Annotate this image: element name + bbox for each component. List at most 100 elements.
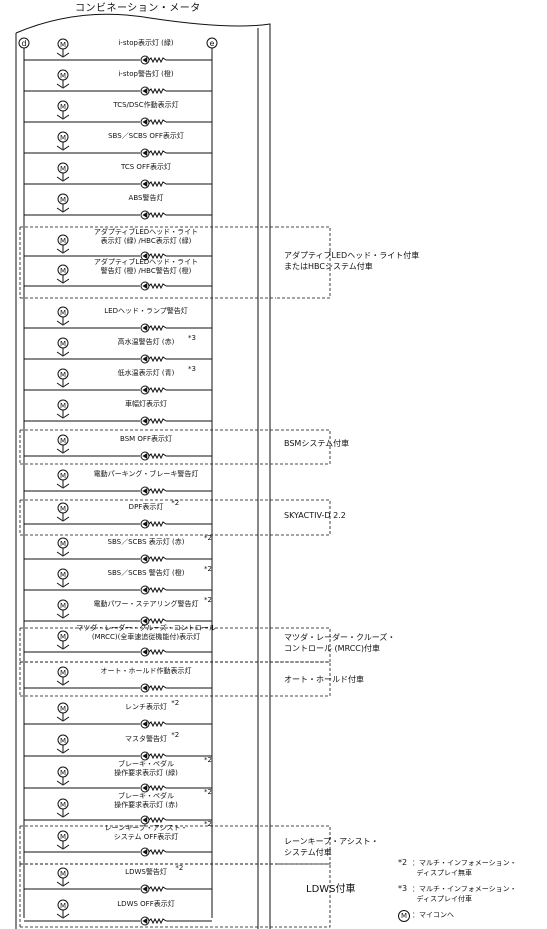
led-diode-icon — [142, 417, 148, 425]
indicator-label: ブレーキ・ペダル 操作要求表示灯 (赤) — [114, 792, 178, 809]
indicator-label: 高水温警告灯 (赤) — [117, 338, 175, 346]
indicator-label: アダプティブLEDヘッド・ライト 表示灯 (緑) /HBC表示灯 (緑) — [93, 228, 199, 245]
transistor-icon — [56, 207, 70, 213]
indicator-note: *2 — [175, 864, 184, 872]
motor-symbol-letter: M — [60, 472, 66, 480]
indicator-label: 電動パーキング・ブレーキ警告灯 — [93, 470, 199, 478]
resistor-icon — [148, 252, 167, 260]
resistor-icon — [148, 118, 167, 126]
indicator-label: SBS／SCBS 表示灯 (赤) — [107, 538, 185, 546]
indicator-label: レンチ表示灯 — [125, 703, 167, 711]
resistor-icon — [148, 816, 167, 824]
transistor-icon — [56, 582, 70, 588]
legend-mark: *2 — [398, 858, 408, 867]
indicator-label: LDWS警告灯 — [125, 868, 167, 876]
diagram-title: コンビネーション・メータ — [75, 3, 201, 14]
motor-symbol-letter: M — [60, 309, 66, 317]
transistor-icon — [56, 913, 70, 919]
indicator-label: ABS警告灯 — [128, 194, 164, 202]
group-bracket — [276, 499, 331, 536]
transistor-icon — [56, 52, 70, 58]
led-diode-icon — [142, 282, 148, 290]
resistor-icon — [148, 885, 167, 893]
resistor-icon — [148, 586, 167, 594]
motor-symbol-letter: M — [60, 340, 66, 348]
transistor-icon — [56, 680, 70, 686]
transistor-icon — [56, 176, 70, 182]
led-diode-icon — [142, 324, 148, 332]
resistor-icon — [148, 784, 167, 792]
group-label: SKYACTIV-D 2.2 — [284, 511, 346, 520]
transistor-icon — [56, 278, 70, 284]
indicator-note: *2 — [171, 499, 180, 507]
motor-symbol-letter: M — [60, 402, 66, 410]
resistor-icon — [148, 487, 167, 495]
motor-symbol-letter: M — [60, 41, 66, 49]
led-diode-icon — [142, 848, 148, 856]
resistor-icon — [148, 452, 167, 460]
indicator-label: TCS/DSC作動表示灯 — [113, 101, 179, 109]
indicator-note: *2 — [204, 788, 212, 796]
resistor-icon — [148, 282, 167, 290]
group-label: BSMシステム付車 — [284, 439, 350, 448]
transistor-icon — [56, 351, 70, 357]
group-bracket — [276, 429, 331, 465]
indicator-label: マスタ警告灯 — [125, 735, 167, 743]
indicator-label: ブレーキ・ペダル 操作要求表示灯 (緑) — [114, 760, 178, 777]
motor-symbol-letter: M — [60, 72, 66, 80]
indicator-label: SBS／SCBS 警告灯 (橙) — [107, 569, 185, 577]
group-box — [19, 863, 276, 928]
indicator-label: 低水温表示灯 (青) — [117, 369, 175, 377]
resistor-icon — [148, 56, 167, 64]
led-diode-icon — [142, 816, 148, 824]
motor-symbol-letter: M — [60, 237, 66, 245]
group-bracket — [276, 863, 331, 928]
resistor-icon — [148, 417, 167, 425]
led-diode-icon — [142, 355, 148, 363]
motor-symbol-letter: M — [60, 267, 66, 275]
resistor-icon — [148, 684, 167, 692]
terminal-d — [18, 37, 30, 49]
motor-symbol-letter: M — [60, 134, 66, 142]
indicator-note: *3 — [188, 334, 196, 342]
motor-symbol-letter: M — [60, 669, 66, 677]
motor-symbol-letter: M — [60, 540, 66, 548]
indicator-label: LEDヘッド・ランプ警告灯 — [104, 307, 188, 315]
resistor-icon — [148, 720, 167, 728]
motor-symbol-letter: M — [60, 196, 66, 204]
led-diode-icon — [142, 211, 148, 219]
led-diode-icon — [142, 452, 148, 460]
motor-symbol-letter: M — [60, 870, 66, 878]
indicator-label: 車幅灯表示灯 — [125, 400, 167, 408]
indicator-note: *2 — [204, 596, 212, 604]
transistor-icon — [56, 248, 70, 254]
group-label: LDWS付車 — [306, 884, 356, 895]
indicator-label: i-stop表示灯 (緑) — [118, 39, 174, 47]
group-bracket — [276, 661, 331, 697]
resistor-icon — [148, 617, 167, 625]
motor-symbol-letter: M — [60, 437, 66, 445]
resistor-icon — [148, 848, 167, 856]
motor-symbol-letter: M — [60, 103, 66, 111]
legend-text: ：マルチ・インフォメーション・ ディスプレイ付車 — [412, 885, 517, 903]
resistor-icon — [148, 386, 167, 394]
resistor-icon — [148, 211, 167, 219]
legend-mark: *3 — [398, 884, 408, 893]
led-diode-icon — [142, 648, 148, 656]
indicator-label: TCS OFF表示灯 — [121, 163, 171, 171]
transistor-icon — [56, 448, 70, 454]
resistor-icon — [148, 87, 167, 95]
indicator-label: 電動パワー・ステアリング警告灯 — [93, 600, 199, 608]
group-box — [19, 226, 276, 299]
indicator-label: LDWS OFF表示灯 — [117, 900, 175, 908]
transistor-icon — [56, 320, 70, 326]
group-label: アダプティブLEDヘッド・ライト付車 またはHBCシステム付車 — [284, 251, 420, 271]
transistor-icon — [56, 716, 70, 722]
motor-symbol-letter: M — [60, 833, 66, 841]
led-diode-icon — [142, 752, 148, 760]
indicator-note: *3 — [188, 365, 196, 373]
led-diode-icon — [142, 87, 148, 95]
group-box — [19, 429, 276, 465]
motor-symbol-letter: M — [60, 737, 66, 745]
motor-symbol-letter: M — [60, 505, 66, 513]
